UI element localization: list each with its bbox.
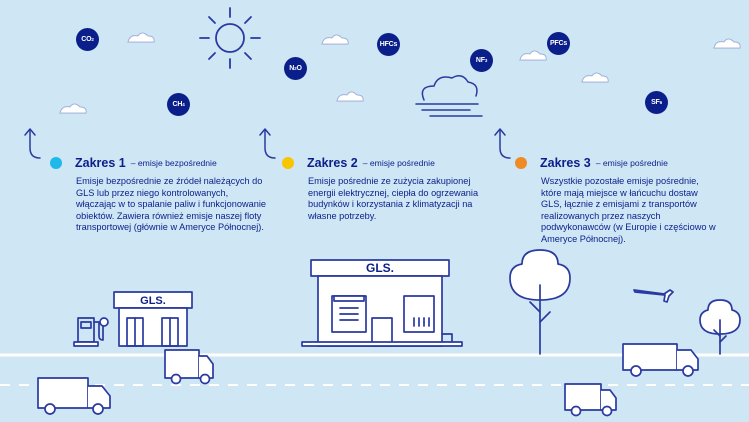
van-icon (564, 383, 617, 417)
small-building-logo: GLS. (140, 295, 166, 307)
up-arrow-icon (24, 128, 41, 159)
scope-dot (282, 157, 294, 169)
cloud-icon (127, 32, 155, 43)
tree-icon (509, 249, 571, 355)
up-arrow-icon (259, 128, 276, 159)
bubble-label: SF (651, 99, 660, 106)
scope-3: Zakres 3 – emisje pośrednie Wszystkie po… (515, 156, 716, 246)
scope-title: Zakres 2 (307, 156, 358, 170)
bubble-subscript: 2 (91, 37, 94, 42)
scope-title: Zakres 1 (75, 156, 126, 170)
scope-1: Zakres 1 – emisje bezpośrednie Emisje be… (50, 156, 266, 234)
bubble-label: CO (81, 36, 92, 43)
fuel-pump-icon (73, 317, 109, 347)
pfcs-bubble: PFCs (547, 32, 570, 55)
bubble-label: CH (172, 101, 183, 108)
bubble-label: HFCs (379, 41, 398, 48)
bubble-label: N (289, 65, 295, 72)
scope-subtitle: – emisje pośrednie (362, 158, 435, 168)
bubble-label: PFCs (549, 40, 568, 47)
van-icon (164, 349, 214, 385)
scope-description: Emisje bezpośrednie ze źródeł należących… (76, 176, 266, 233)
hfcs-bubble: HFCs (377, 33, 400, 56)
scope-subtitle: – emisje pośrednie (595, 158, 668, 168)
cloud-icon (59, 103, 87, 114)
large-building (301, 259, 463, 347)
large-building-logo: GLS. (366, 261, 394, 275)
truck-icon (622, 343, 699, 377)
scope-description: Wszystkie pozostałe emisje pośrednie, kt… (541, 176, 716, 244)
cloud-icon (519, 50, 547, 61)
up-arrow-icon (494, 128, 511, 159)
cloud-icon (321, 34, 349, 45)
bubble-subscript: 2 (294, 66, 297, 71)
bubble-label-tail: O (296, 65, 302, 72)
scope-header: Zakres 3 – emisje pośrednie (515, 156, 716, 170)
scope-title: Zakres 3 (540, 156, 591, 170)
bubble-subscript: 4 (182, 102, 185, 107)
airplane-icon (633, 289, 674, 303)
scope-header: Zakres 2 – emisje pośrednie (282, 156, 488, 170)
scope-description: Emisje pośrednie ze zużycia zakupionej e… (308, 176, 479, 221)
bubble-label: NF (475, 57, 485, 64)
scope-dot (50, 157, 62, 169)
wind-cloud-icon (415, 75, 483, 117)
bubble-subscript: 6 (659, 100, 663, 105)
bubble-subscript: 3 (484, 58, 488, 63)
scope-dot (515, 157, 527, 169)
cloud-icon (713, 38, 741, 49)
scope-subtitle: – emisje bezpośrednie (130, 158, 217, 168)
scope-header: Zakres 1 – emisje bezpośrednie (50, 156, 266, 170)
small-building (113, 291, 193, 347)
cloud-icon (581, 72, 609, 83)
truck-icon (37, 377, 111, 415)
sun-icon (199, 7, 261, 69)
cloud-icon (336, 91, 364, 102)
scope-2: Zakres 2 – emisje pośrednie Emisje pośre… (282, 156, 488, 222)
tree-icon (699, 299, 741, 355)
